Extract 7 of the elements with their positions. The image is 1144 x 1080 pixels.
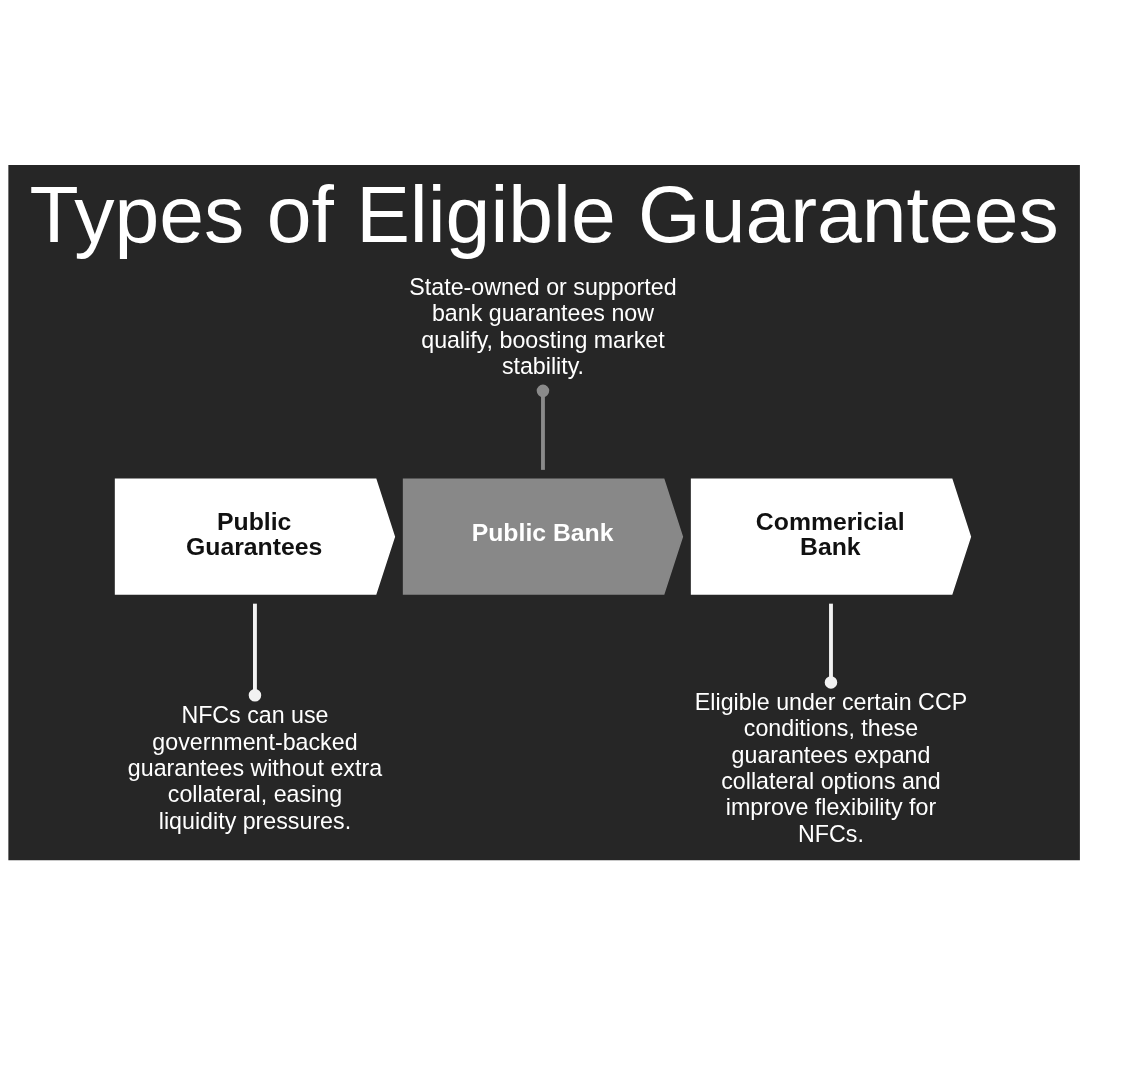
- connector: [536, 384, 550, 470]
- node-text: Eligible under certain CCP conditions, these guarantees expand collateral options and improve flexibility for NFCs.: [694, 688, 968, 847]
- connector: [248, 603, 262, 702]
- diagram-title: Types of Eligible Guarantees: [29, 168, 1059, 259]
- connector: [824, 603, 838, 689]
- node-text: State-owned or supported bank guarantees now qualify, boosting market stability.: [409, 273, 677, 379]
- node-text: NFCs can use government-backed guarantees without extra collateral, easing liquidity pressures.: [127, 701, 383, 834]
